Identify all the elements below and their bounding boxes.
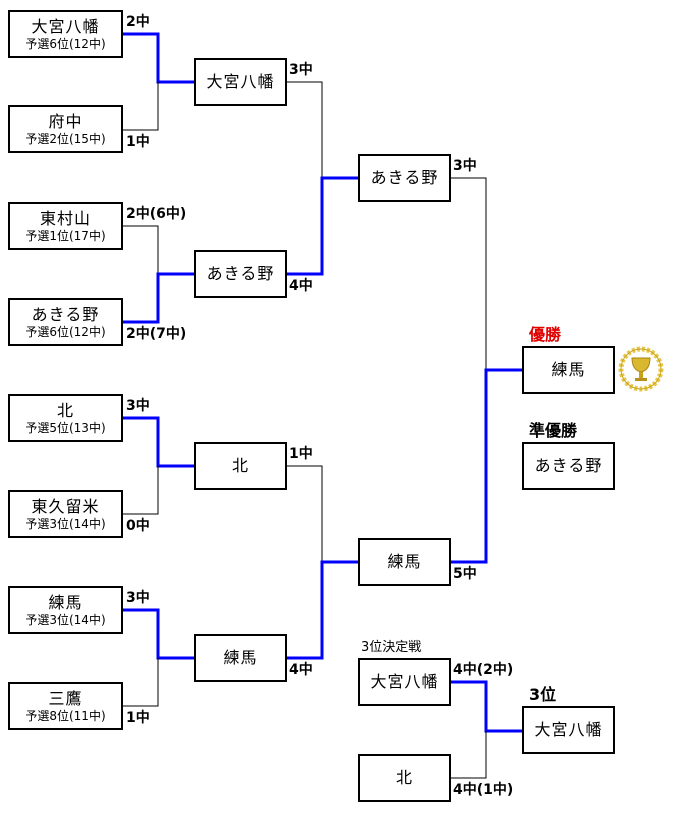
- team-seed: 予選3位(14中): [25, 516, 106, 531]
- semifinal-team-box: 練馬: [358, 538, 451, 586]
- bracket-line-loser: [286, 81, 323, 178]
- round1-team-box: 練馬 予選3位(14中): [8, 586, 123, 634]
- team-name: 北: [395, 768, 413, 787]
- score: 2中(7中): [126, 326, 187, 342]
- team-name: 大宮八幡: [206, 72, 275, 91]
- score: 3中: [453, 158, 477, 174]
- team-name: 大宮八幡: [370, 672, 439, 691]
- champion-label: 優勝: [529, 325, 562, 344]
- round1-team-box: あきる野 予選6位(12中): [8, 298, 123, 346]
- bracket-line-loser: [286, 465, 323, 562]
- bracket-line-winner: [122, 416, 194, 468]
- round1-team-box: 北 予選5位(13中): [8, 394, 123, 442]
- team-seed: 予選6位(12中): [25, 324, 106, 339]
- score: 3中: [289, 62, 313, 78]
- team-name: 北: [56, 400, 74, 420]
- bracket-line-loser: [122, 82, 159, 131]
- round1-team-box: 三鷹 予選8位(11中): [8, 682, 123, 730]
- runner-up-name: あきる野: [534, 456, 603, 475]
- bracket-line-winner: [286, 560, 358, 660]
- bracket-line-loser: [450, 731, 487, 779]
- score: 5中: [453, 566, 477, 582]
- score: 1中: [126, 134, 150, 150]
- third-place-box: 大宮八幡: [522, 706, 615, 754]
- bracket-line-winner: [450, 680, 522, 733]
- score: 1中: [289, 446, 313, 462]
- team-name: あきる野: [31, 304, 100, 324]
- runner-up-box: あきる野: [522, 442, 615, 490]
- champion-name: 練馬: [551, 360, 586, 379]
- team-name: あきる野: [370, 168, 439, 187]
- team-name: あきる野: [206, 264, 275, 283]
- third-place-team-box: 北: [358, 754, 451, 802]
- third-place-team-box: 大宮八幡: [358, 658, 451, 706]
- champion-box: 練馬: [522, 346, 615, 394]
- score: 4中: [289, 662, 313, 678]
- round1-team-box: 東村山 予選1位(17中): [8, 202, 123, 250]
- third-place-name: 大宮八幡: [534, 720, 603, 739]
- team-seed: 予選3位(14中): [25, 612, 106, 627]
- team-seed: 予選1位(17中): [25, 228, 106, 243]
- bracket-line-loser: [122, 658, 159, 707]
- score: 4中: [289, 278, 313, 294]
- bracket-line-winner: [450, 368, 522, 564]
- team-seed: 予選8位(11中): [25, 708, 106, 723]
- bracket-line-winner: [122, 32, 194, 84]
- team-name: 東村山: [39, 208, 91, 228]
- score: 2中: [126, 14, 150, 30]
- round1-team-box: 府中 予選2位(15中): [8, 105, 123, 153]
- score: 2中(6中): [126, 206, 187, 222]
- bracket-line-loser: [450, 177, 487, 370]
- round2-team-box: あきる野: [194, 250, 287, 298]
- team-seed: 予選2位(15中): [25, 131, 106, 146]
- round1-team-box: 大宮八幡 予選6位(12中): [8, 10, 123, 58]
- score: 0中: [126, 518, 150, 534]
- score: 3中: [126, 398, 150, 414]
- gold-trophy-icon: [618, 346, 664, 392]
- third-place-match-title: 3位決定戦: [361, 640, 422, 655]
- team-name: 練馬: [48, 592, 83, 612]
- score: 1中: [126, 710, 150, 726]
- team-seed: 予選6位(12中): [25, 36, 106, 51]
- round2-team-box: 練馬: [194, 634, 287, 682]
- team-name: 東久留米: [31, 496, 100, 516]
- third-place-label: 3位: [529, 685, 557, 704]
- team-name: 府中: [48, 111, 83, 131]
- bracket-line-loser: [122, 466, 159, 515]
- team-seed: 予選5位(13中): [25, 420, 106, 435]
- bracket-line-loser: [122, 225, 159, 274]
- team-name: 北: [231, 456, 249, 475]
- team-name: 大宮八幡: [31, 16, 100, 36]
- bracket-line-winner: [122, 608, 194, 660]
- round1-team-box: 東久留米 予選3位(14中): [8, 490, 123, 538]
- team-name: 練馬: [387, 552, 422, 571]
- bracket-line-winner: [122, 272, 194, 324]
- bracket-line-winner: [286, 176, 358, 276]
- team-name: 三鷹: [48, 688, 83, 708]
- round2-team-box: 北: [194, 442, 287, 490]
- score: 3中: [126, 590, 150, 606]
- round2-team-box: 大宮八幡: [194, 58, 287, 106]
- runner-up-label: 準優勝: [529, 421, 578, 440]
- score: 4中(2中): [453, 662, 514, 678]
- score: 4中(1中): [453, 782, 514, 798]
- semifinal-team-box: あきる野: [358, 154, 451, 202]
- team-name: 練馬: [223, 648, 258, 667]
